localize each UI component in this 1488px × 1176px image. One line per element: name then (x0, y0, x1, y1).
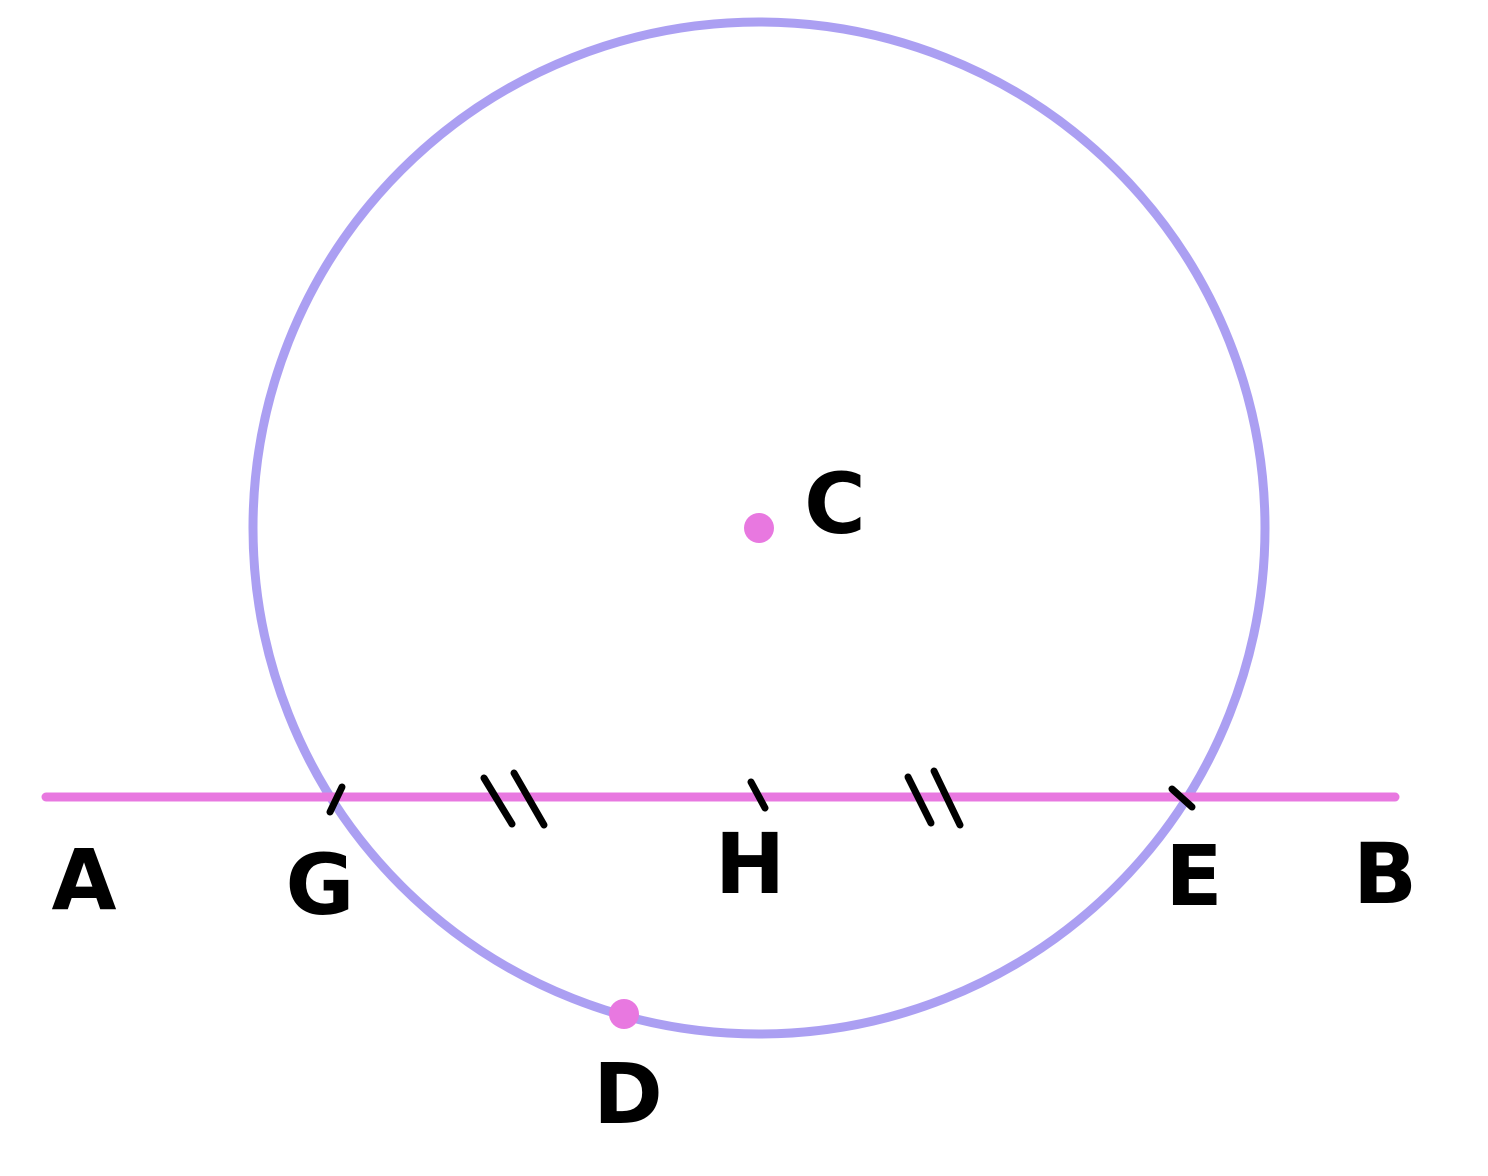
point-c (744, 513, 774, 543)
label-c: C (804, 455, 866, 553)
point-d (609, 999, 639, 1029)
tick-mark-e (1168, 785, 1196, 811)
label-h: H (715, 815, 785, 913)
label-a: A (51, 831, 116, 929)
label-d: D (593, 1045, 663, 1143)
double-tick-gh (480, 769, 548, 829)
double-tick-he (904, 767, 964, 829)
label-e: E (1165, 827, 1222, 925)
tick-mark-h (747, 778, 769, 812)
label-g: G (286, 836, 355, 934)
label-b: B (1353, 825, 1417, 923)
circle (248, 17, 1270, 1039)
tick-mark-g (326, 783, 346, 816)
